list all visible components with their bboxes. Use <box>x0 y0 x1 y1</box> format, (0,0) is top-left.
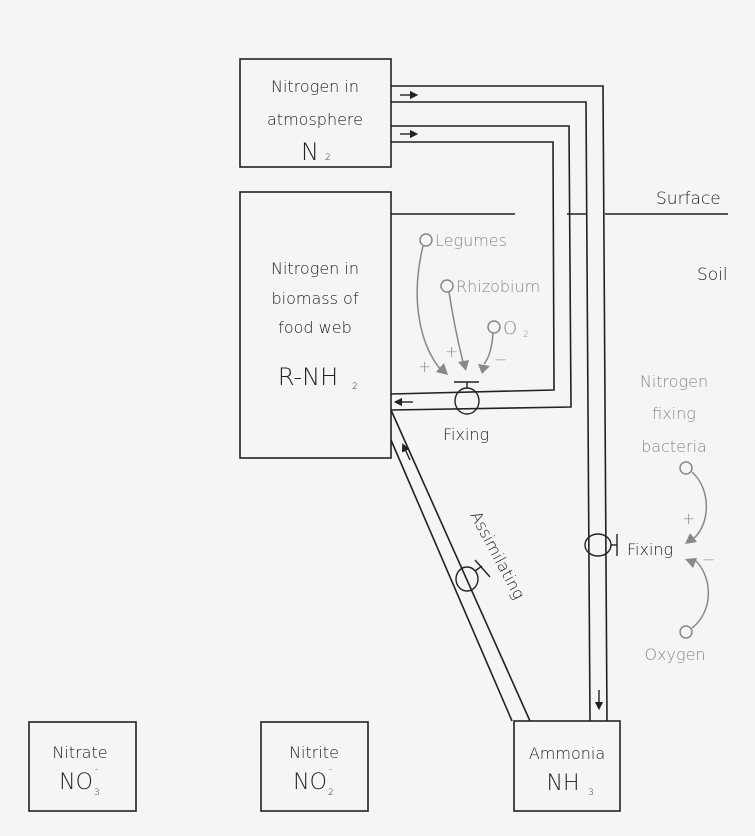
nitrate-label: Nitrate <box>52 743 107 762</box>
influence-oxygen-label: Oxygen <box>644 645 705 664</box>
atmosphere-line2: atmosphere <box>267 110 363 129</box>
ammonia-label: Ammonia <box>529 744 605 763</box>
stock-nitrite[interactable]: Nitrite NO 2 - <box>260 721 369 812</box>
biomass-line2: biomass of <box>272 289 359 308</box>
stock-ammonia[interactable]: Ammonia NH 3 <box>513 720 621 812</box>
atmosphere-line1: Nitrogen in <box>271 77 359 96</box>
valve-fixing-ammonia[interactable]: Fixing <box>584 533 673 559</box>
influence-rhizobium-label: Rhizobium <box>456 277 540 296</box>
influence-o2[interactable]: O 2 − <box>478 318 529 374</box>
atmosphere-formula: N <box>301 138 319 166</box>
influence-o2-sign: − <box>494 350 507 369</box>
influence-oxygen-sign: − <box>702 550 715 569</box>
valve-assimilating[interactable]: Assimilating <box>455 508 529 602</box>
flow-pipe-assimilating[interactable] <box>390 409 531 722</box>
influence-oxygen[interactable]: − Oxygen <box>644 550 715 664</box>
flow-pipe-fixing-ammonia[interactable] <box>391 85 608 722</box>
atmosphere-formula-sub: 2 <box>325 153 331 163</box>
influence-bacteria-line1: Nitrogen <box>640 372 708 391</box>
influence-legumes-label: Legumes <box>435 231 507 250</box>
nitrite-formula-sup: - <box>329 765 332 775</box>
influence-legumes[interactable]: Legumes + <box>416 231 507 376</box>
valve-fixing-ammonia-label: Fixing <box>627 540 673 559</box>
influence-bacteria[interactable]: Nitrogen fixing bacteria + <box>640 372 708 544</box>
valve-assimilating-label: Assimilating <box>466 508 528 602</box>
valve-fixing-biomass[interactable]: Fixing <box>443 381 489 444</box>
influence-o2-sub: 2 <box>523 330 529 340</box>
influence-o2-label: O <box>503 318 517 339</box>
influence-bacteria-sign: + <box>682 509 695 528</box>
influence-rhizobium[interactable]: Rhizobium + <box>440 277 540 371</box>
soil-label: Soil <box>697 265 728 285</box>
flow-pipe-fixing-biomass[interactable] <box>390 125 572 411</box>
ammonia-formula: NH <box>547 771 580 796</box>
biomass-formula: R-NH <box>278 363 338 391</box>
nitrite-formula: NO <box>293 770 327 795</box>
influence-legumes-sign: + <box>418 357 431 376</box>
biomass-formula-sub: 2 <box>352 382 358 392</box>
biomass-line1: Nitrogen in <box>271 259 359 278</box>
influence-bacteria-line3: bacteria <box>641 437 707 456</box>
nitrate-formula-sup: - <box>95 765 98 775</box>
valve-fixing-biomass-label: Fixing <box>443 425 489 444</box>
stock-nitrate[interactable]: Nitrate NO 3 - <box>28 721 137 812</box>
nitrate-formula-sub: 3 <box>94 788 100 798</box>
biomass-line3: food web <box>278 318 352 337</box>
stock-biomass[interactable]: Nitrogen in biomass of food web R-NH 2 <box>239 191 392 459</box>
nitrite-formula-sub: 2 <box>328 788 334 798</box>
surface-label: Surface <box>656 189 721 209</box>
stock-atmosphere[interactable]: Nitrogen in atmosphere N 2 <box>239 58 392 168</box>
ammonia-formula-sub: 3 <box>588 788 594 798</box>
influence-rhizobium-sign: + <box>445 342 458 361</box>
influence-bacteria-line2: fixing <box>652 404 696 423</box>
nitrite-label: Nitrite <box>289 743 339 762</box>
nitrate-formula: NO <box>59 770 93 795</box>
